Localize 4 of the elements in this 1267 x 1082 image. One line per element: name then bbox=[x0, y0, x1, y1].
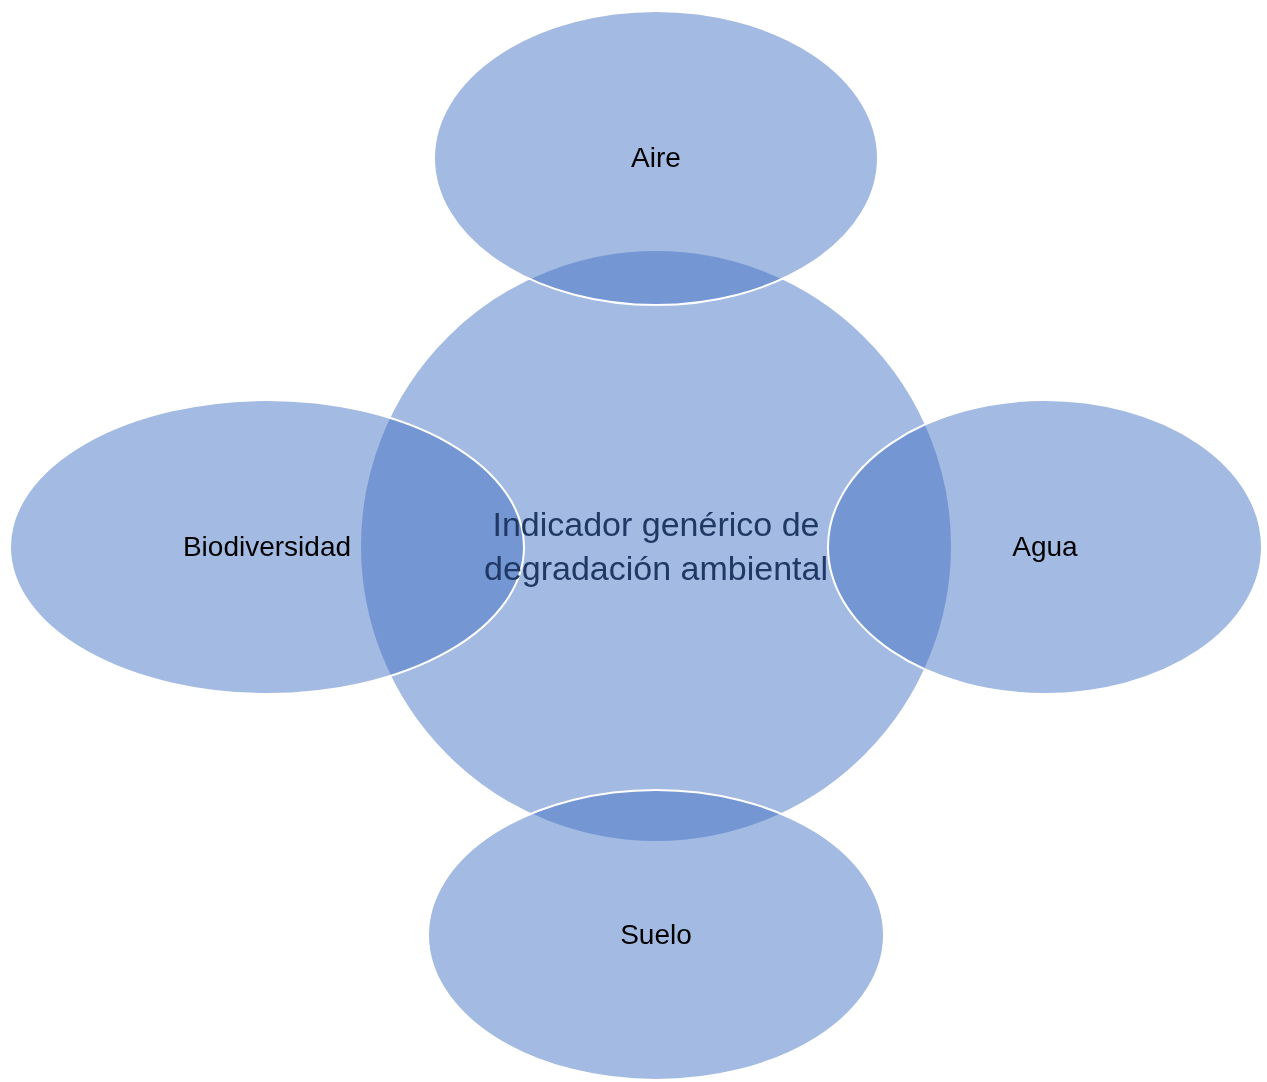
topic-label: Biodiversidad bbox=[182, 529, 352, 564]
topic-label: Aire bbox=[631, 140, 681, 175]
topic-label: Suelo bbox=[620, 917, 692, 952]
topic-label: Agua bbox=[1012, 529, 1078, 564]
